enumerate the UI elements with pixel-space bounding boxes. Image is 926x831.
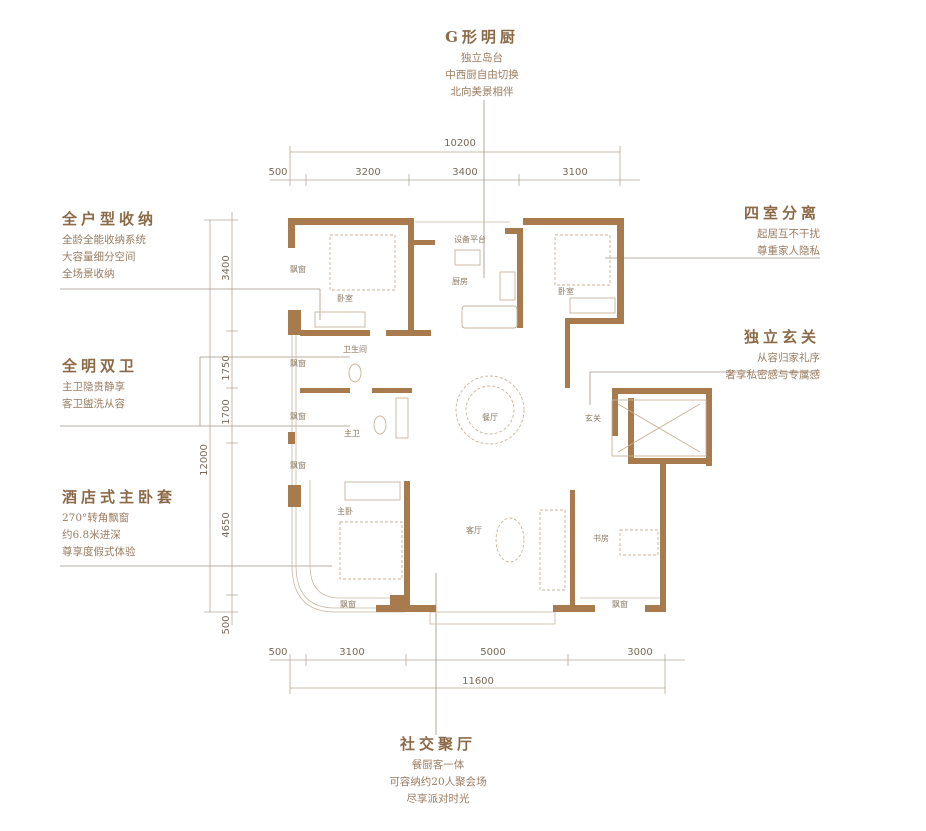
dim-bottom-3: 5000 xyxy=(480,647,505,658)
callout-line: 270°转角飘窗 xyxy=(62,512,130,524)
room-foyer: 玄关 xyxy=(585,413,601,423)
kitchen-island xyxy=(461,305,518,329)
dim-bottom-4: 3000 xyxy=(627,647,652,658)
toilet-2 xyxy=(373,415,387,435)
callout-foyer: 独立玄关 从容归家礼序 奢享私密感与专属感 xyxy=(726,326,821,384)
callout-title: G形明厨 xyxy=(445,28,519,46)
callout-line: 全场景收纳 xyxy=(62,268,115,280)
room-study: 书房 xyxy=(593,533,609,543)
callout-line: 起居互不干扰 xyxy=(757,228,820,240)
room-equipment-platform: 设备平台 xyxy=(454,234,486,244)
callout-line: 约6.8米进深 xyxy=(62,529,121,541)
bathtub xyxy=(395,397,409,439)
callout-line: 奢享私密感与专属感 xyxy=(725,369,821,381)
callout-bath: 全明双卫 主卫隐贵静享 客卫盥洗从容 xyxy=(62,355,138,413)
wardrobe-1 xyxy=(314,311,366,328)
walls xyxy=(288,218,712,612)
dim-top-4: 3100 xyxy=(562,167,587,178)
callout-line: 尽享派对时光 xyxy=(406,793,470,805)
dim-left-1: 3400 xyxy=(221,255,232,280)
callout-social: 社交聚厅 餐厨客一体 可容纳约20人聚会场 尽享派对时光 xyxy=(368,733,508,808)
callout-line: 尊重家人隐私 xyxy=(757,245,820,257)
coffee-table xyxy=(495,517,525,563)
elevator xyxy=(611,399,707,457)
dim-top-2: 3200 xyxy=(355,167,380,178)
callout-line: 可容纳约20人聚会场 xyxy=(389,776,487,788)
dim-left-5: 500 xyxy=(221,615,232,634)
callout-line: 从容归家礼序 xyxy=(757,352,820,364)
room-bay-window: 飘窗 xyxy=(340,599,356,609)
room-bedroom-2: 卧室 xyxy=(558,286,574,296)
sofa xyxy=(539,509,566,591)
dim-left-total: 12000 xyxy=(199,444,210,476)
dim-top-1: 500 xyxy=(268,167,287,178)
dim-left-3: 1700 xyxy=(221,399,232,424)
bed-2 xyxy=(554,234,611,286)
callout-line: 独立岛台 xyxy=(461,52,503,64)
master-bed xyxy=(339,521,403,580)
wardrobe-2 xyxy=(569,297,616,314)
callout-leaders xyxy=(60,100,820,735)
wardrobe-master xyxy=(344,481,401,501)
callout-title: 社交聚厅 xyxy=(399,735,476,753)
furniture xyxy=(329,234,659,591)
room-master-bedroom: 主卧 xyxy=(337,506,353,516)
callout-title: 全明双卫 xyxy=(62,357,139,375)
dim-top-3: 3400 xyxy=(452,167,477,178)
room-bay-window: 飘窗 xyxy=(290,264,306,274)
callout-title: 四室分离 xyxy=(743,204,820,222)
dim-bottom-2: 3100 xyxy=(339,647,364,658)
room-master-bath: 主卫 xyxy=(344,428,360,438)
callout-kitchen: G形明厨 独立岛台 中西厨自由切换 北向美景相伴 xyxy=(384,26,580,101)
callout-line: 北向美景相伴 xyxy=(450,86,514,98)
room-living: 客厅 xyxy=(466,525,482,535)
desk xyxy=(619,529,659,556)
room-kitchen: 厨房 xyxy=(452,276,468,286)
dining-table xyxy=(465,385,515,435)
fixtures xyxy=(314,249,707,501)
callout-title: 全户型收纳 xyxy=(62,210,158,228)
callout-title: 独立玄关 xyxy=(743,328,820,346)
room-dining: 餐厅 xyxy=(482,413,498,422)
room-bay-window: 飘窗 xyxy=(290,411,306,421)
callout-line: 大容量细分空间 xyxy=(62,251,136,263)
dimension-lines xyxy=(204,146,685,694)
room-bay-window: 飘窗 xyxy=(290,358,306,368)
room-bedroom-1: 卧室 xyxy=(337,293,353,303)
callout-line: 中西厨自由切换 xyxy=(445,69,519,81)
callout-line: 餐厨客一体 xyxy=(411,759,465,771)
dim-top-total: 10200 xyxy=(444,138,476,149)
callout-line: 主卫隐贵静享 xyxy=(62,381,125,393)
callout-four-rooms: 四室分离 起居互不干扰 尊重家人隐私 xyxy=(744,202,820,260)
room-guest-bath: 卫生间 xyxy=(343,344,367,354)
dim-bottom-total: 11600 xyxy=(462,676,494,687)
toilet-1 xyxy=(348,363,362,383)
callout-line: 尊享度假式体验 xyxy=(62,546,136,558)
windows xyxy=(291,221,665,625)
room-bay-window: 飘窗 xyxy=(612,599,628,609)
dim-left-4: 4650 xyxy=(221,512,232,537)
dim-bottom-1: 500 xyxy=(268,647,287,658)
room-bay-window: 飘窗 xyxy=(290,460,306,470)
callout-master: 酒店式主卧套 270°转角飘窗 约6.8米进深 尊享度假式体验 xyxy=(62,486,176,561)
stove xyxy=(499,271,516,301)
callout-title: 酒店式主卧套 xyxy=(62,488,177,506)
callout-storage: 全户型收纳 全龄全能收纳系统 大容量细分空间 全场景收纳 xyxy=(62,208,157,283)
kitchen-sink xyxy=(454,249,481,266)
bed-1 xyxy=(329,234,396,291)
callout-line: 全龄全能收纳系统 xyxy=(62,234,146,246)
dim-left-2: 1750 xyxy=(221,355,232,380)
callout-line: 客卫盥洗从容 xyxy=(62,398,125,410)
